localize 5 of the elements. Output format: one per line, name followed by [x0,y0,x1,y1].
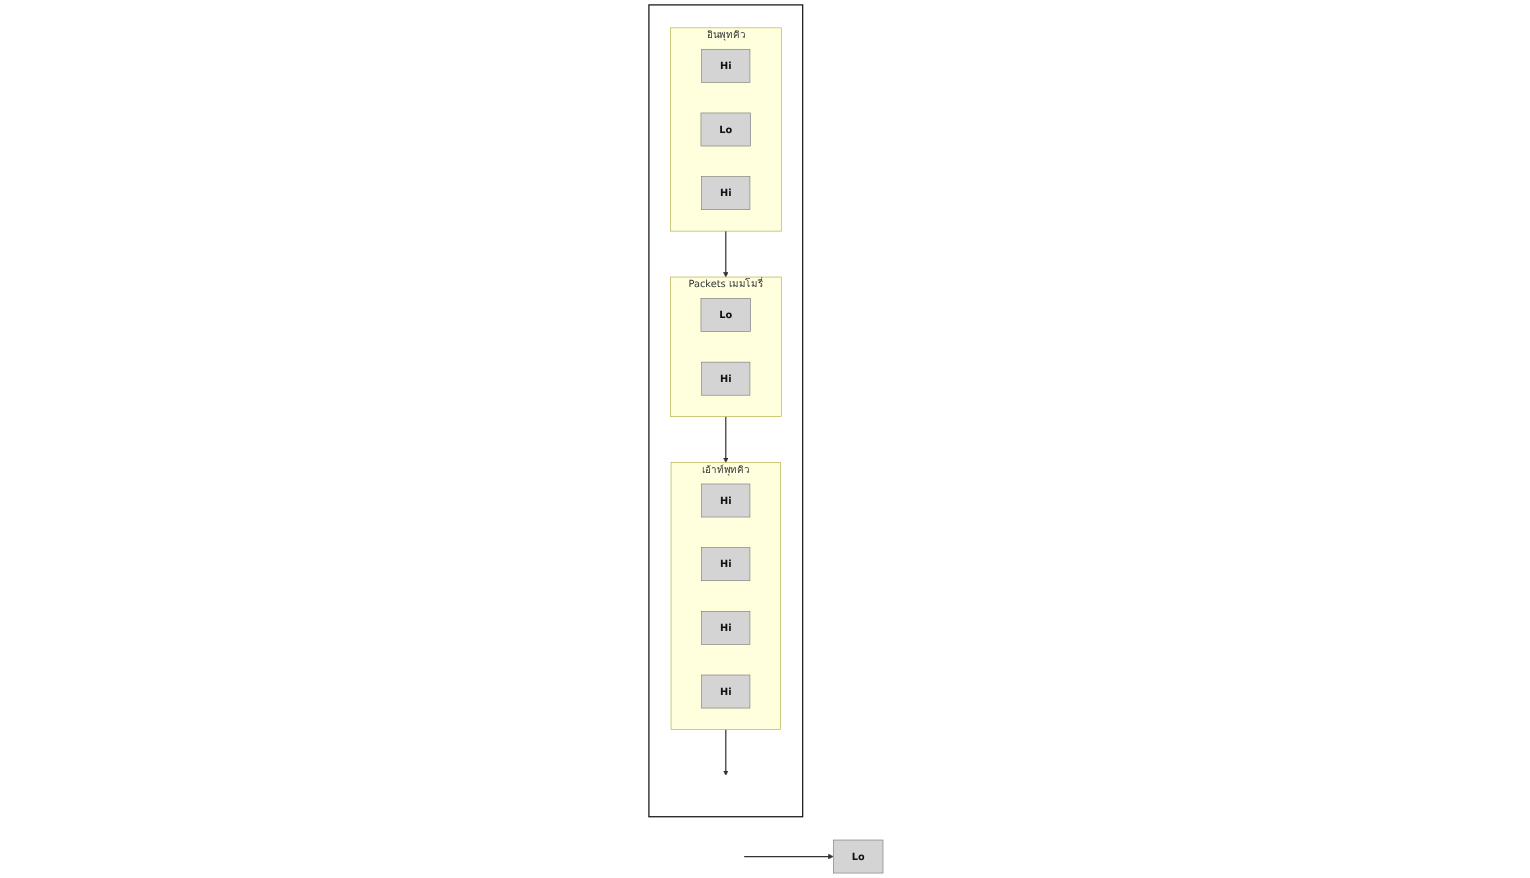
cluster [647,4,803,818]
arrow [742,853,833,860]
arrow [722,416,728,463]
arrow [722,230,728,278]
arrow [722,728,728,776]
